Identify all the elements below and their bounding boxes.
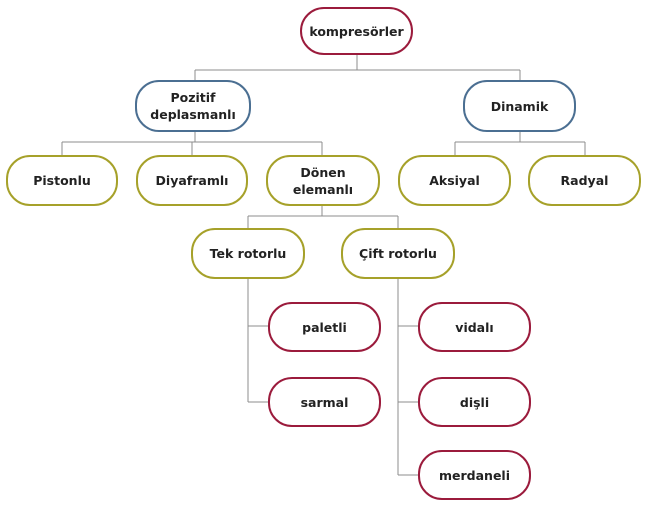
node-kompresorler: kompresörler — [300, 7, 413, 55]
node-disli: dişli — [418, 377, 531, 427]
node-aksiyal: Aksiyal — [398, 155, 511, 206]
node-radyal: Radyal — [528, 155, 641, 206]
node-tek-rotorlu: Tek rotorlu — [191, 228, 305, 279]
node-donen-elemanli: Dönen elemanlı — [266, 155, 380, 206]
node-sarmal: sarmal — [268, 377, 381, 427]
node-merdaneli: merdaneli — [418, 450, 531, 500]
node-pistonlu: Pistonlu — [6, 155, 118, 206]
node-cift-rotorlu: Çift rotorlu — [341, 228, 455, 279]
node-pozitif-deplasmanli: Pozitif deplasmanlı — [135, 80, 251, 132]
node-vidali: vidalı — [418, 302, 531, 352]
node-paletli: paletli — [268, 302, 381, 352]
node-dinamik: Dinamik — [463, 80, 576, 132]
node-diyaframli: Diyaframlı — [136, 155, 248, 206]
